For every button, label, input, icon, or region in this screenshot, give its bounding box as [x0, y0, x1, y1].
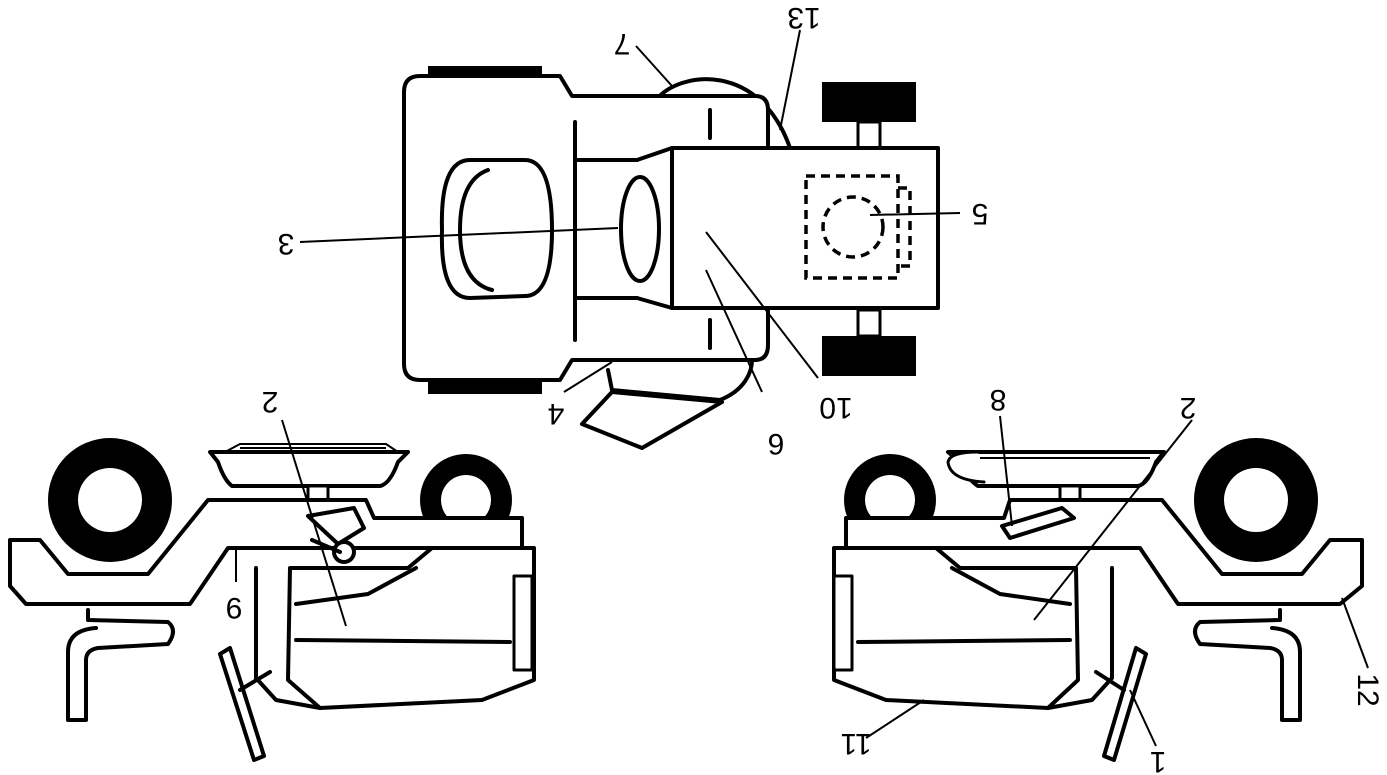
right-blade-link	[1094, 670, 1126, 692]
label-6: 6	[768, 427, 785, 460]
right-rear-hitch	[1193, 608, 1302, 722]
side-view-right	[832, 438, 1364, 762]
right-front-wheel-hub	[865, 475, 915, 525]
left-rear-hitch	[66, 608, 175, 722]
left-steering-column	[306, 506, 366, 546]
label-13: 13	[787, 1, 820, 34]
top-view	[402, 66, 940, 450]
label-9: 9	[226, 591, 243, 624]
right-seat-post	[1058, 484, 1082, 502]
leader-1	[1129, 689, 1157, 747]
right-seat-handle	[946, 450, 986, 484]
right-steering-column	[1000, 506, 1076, 540]
leader-8	[999, 415, 1013, 527]
leader-2-right	[1033, 419, 1193, 621]
left-seat-post	[306, 484, 330, 502]
dash-taper	[635, 146, 674, 310]
leader-12	[1341, 597, 1369, 669]
right-mower-deck	[832, 546, 1080, 710]
right-rear-wheel-hub	[1224, 468, 1288, 532]
left-deck-line	[294, 566, 512, 644]
right-undercarriage	[1046, 566, 1114, 710]
left-rear-wheel-hub	[78, 468, 142, 532]
front-axle-bottom	[856, 308, 882, 338]
front-wheel-top	[822, 82, 916, 122]
leader-3	[299, 227, 619, 243]
leader-10	[705, 231, 819, 379]
leader-13	[779, 29, 801, 131]
left-front-wheel-hub	[441, 475, 491, 525]
left-seat	[208, 450, 410, 488]
label-2-right: 2	[1180, 391, 1197, 424]
right-deck-line	[856, 566, 1072, 644]
leader-4	[563, 361, 613, 393]
label-3: 3	[278, 227, 295, 260]
engine-side	[898, 186, 912, 268]
seat	[439, 158, 554, 300]
label-12: 12	[1351, 673, 1384, 706]
discharge-deflector	[580, 390, 724, 450]
leader-2-left	[281, 419, 347, 627]
engine-outline	[804, 174, 900, 280]
left-blade-link	[238, 670, 272, 692]
leader-7	[635, 45, 673, 87]
leader-6	[705, 269, 763, 393]
right-blade-handle	[1102, 646, 1148, 762]
label-11: 11	[840, 727, 871, 760]
label-4: 4	[548, 397, 565, 430]
left-undercarriage	[254, 566, 322, 710]
right-frame	[844, 498, 1364, 606]
steering-wheel	[619, 175, 661, 283]
left-frame	[8, 498, 524, 606]
left-seat-cushion	[224, 443, 399, 453]
left-deck-bar	[512, 574, 534, 672]
label-8: 8	[990, 383, 1007, 416]
left-blade-handle	[218, 646, 266, 762]
label-2-left: 2	[262, 385, 279, 418]
seat-backrest	[458, 168, 494, 292]
label-10: 10	[819, 391, 852, 424]
engine-circle	[821, 195, 885, 259]
leader-lines	[281, 29, 1369, 747]
side-view-left	[8, 438, 536, 762]
callout-labels: 3 5 7 13 4 6 10 2 2 8 9 11 1 12	[226, 1, 1384, 775]
label-1: 1	[1150, 745, 1167, 775]
left-lever-knob	[332, 540, 356, 564]
front-axle-top	[856, 120, 882, 150]
right-deck-bar	[832, 574, 854, 672]
label-5: 5	[972, 197, 989, 230]
leader-5	[869, 212, 961, 216]
left-mower-deck	[286, 546, 536, 710]
front-wheel-bottom	[822, 336, 916, 376]
label-7: 7	[614, 27, 631, 60]
leader-11	[865, 699, 925, 739]
left-lever	[310, 538, 342, 554]
